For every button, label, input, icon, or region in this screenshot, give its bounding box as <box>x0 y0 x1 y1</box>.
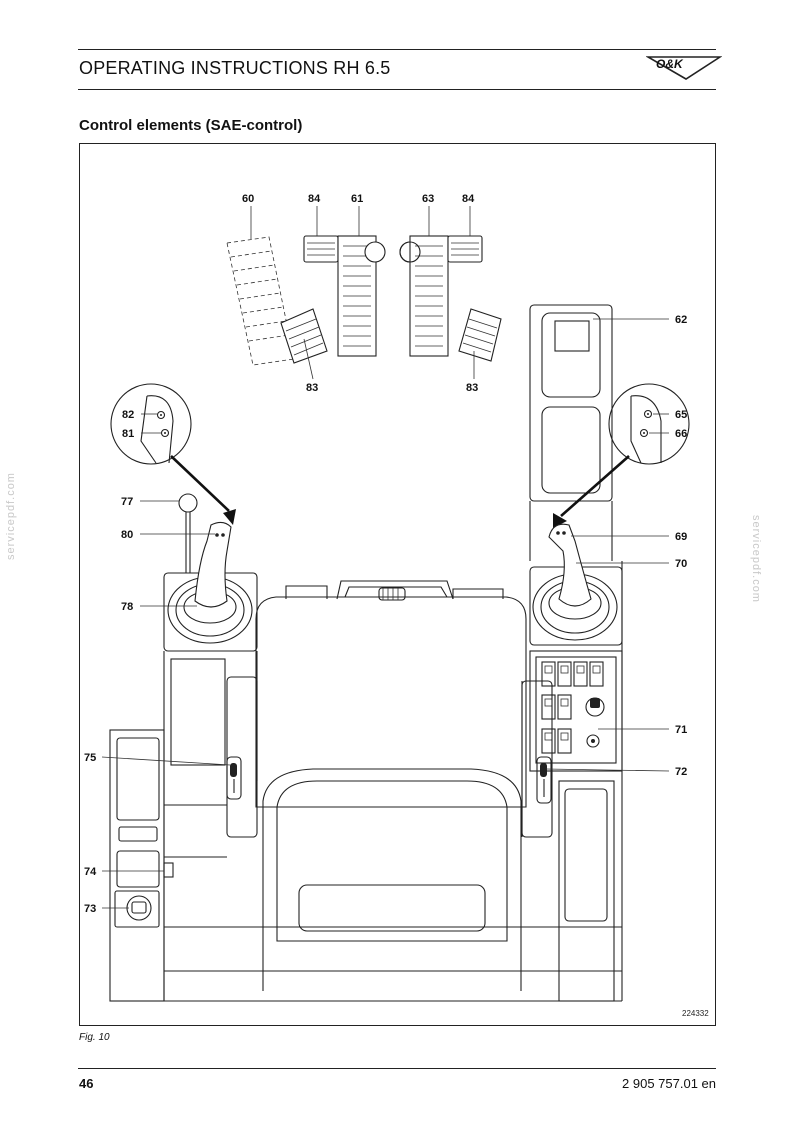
page-number: 46 <box>79 1076 94 1091</box>
detail-arrow-left-tip <box>223 509 236 525</box>
callout-65: 65 <box>675 409 687 421</box>
figure-frame: 60 84 61 63 84 62 83 83 82 81 65 66 77 8… <box>79 143 716 1026</box>
figure-caption: Fig. 10 <box>79 1032 110 1043</box>
callout-78: 78 <box>121 601 133 613</box>
leader-lines <box>101 206 670 909</box>
callout-61: 61 <box>351 193 363 205</box>
header-rule-bottom <box>78 89 716 90</box>
left-console <box>109 493 258 1002</box>
callout-74: 74 <box>84 866 97 878</box>
callout-81: 81 <box>122 428 134 440</box>
watermark-right: servicepdf.com <box>750 515 762 603</box>
callout-83-right: 83 <box>466 382 478 394</box>
right-display-column <box>529 304 613 561</box>
detail-arrow-left <box>170 455 230 512</box>
figure-reference-code: 224332 <box>682 1009 709 1018</box>
detail-arrow-right <box>560 455 630 517</box>
pedal-group-left <box>226 235 386 366</box>
callout-63: 63 <box>422 193 434 205</box>
callout-60: 60 <box>242 193 254 205</box>
ok-logo-text: O&K <box>656 57 684 71</box>
callout-73: 73 <box>84 903 96 915</box>
footer-rule <box>78 1068 716 1069</box>
callout-62: 62 <box>675 314 687 326</box>
operator-seat <box>110 561 623 1002</box>
callout-66: 66 <box>675 428 687 440</box>
right-console <box>521 523 623 1002</box>
control-elements-drawing: 60 84 61 63 84 62 83 83 82 81 65 66 77 8… <box>84 193 709 1018</box>
header-title: OPERATING INSTRUCTIONS RH 6.5 <box>79 58 391 78</box>
callout-70: 70 <box>675 558 687 570</box>
pedal-group-right <box>399 235 502 362</box>
callout-80: 80 <box>121 529 133 541</box>
callout-72: 72 <box>675 766 687 778</box>
callout-84-right: 84 <box>462 193 475 205</box>
watermark-left: servicepdf.com <box>5 472 17 560</box>
detail-arrow-right-tip <box>553 513 567 528</box>
header-rule <box>78 49 716 50</box>
callout-71: 71 <box>675 724 687 736</box>
callout-83-left: 83 <box>306 382 318 394</box>
document-code: 2 905 757.01 en <box>622 1076 716 1091</box>
callout-84-left: 84 <box>308 193 321 205</box>
callout-69: 69 <box>675 531 687 543</box>
callout-82: 82 <box>122 409 134 421</box>
section-title: Control elements (SAE-control) <box>79 117 303 134</box>
callout-75: 75 <box>84 752 96 764</box>
detail-circle-left <box>110 383 192 465</box>
detail-circle-right <box>608 383 690 465</box>
callout-77: 77 <box>121 496 133 508</box>
ok-logo: O&K <box>646 56 722 80</box>
